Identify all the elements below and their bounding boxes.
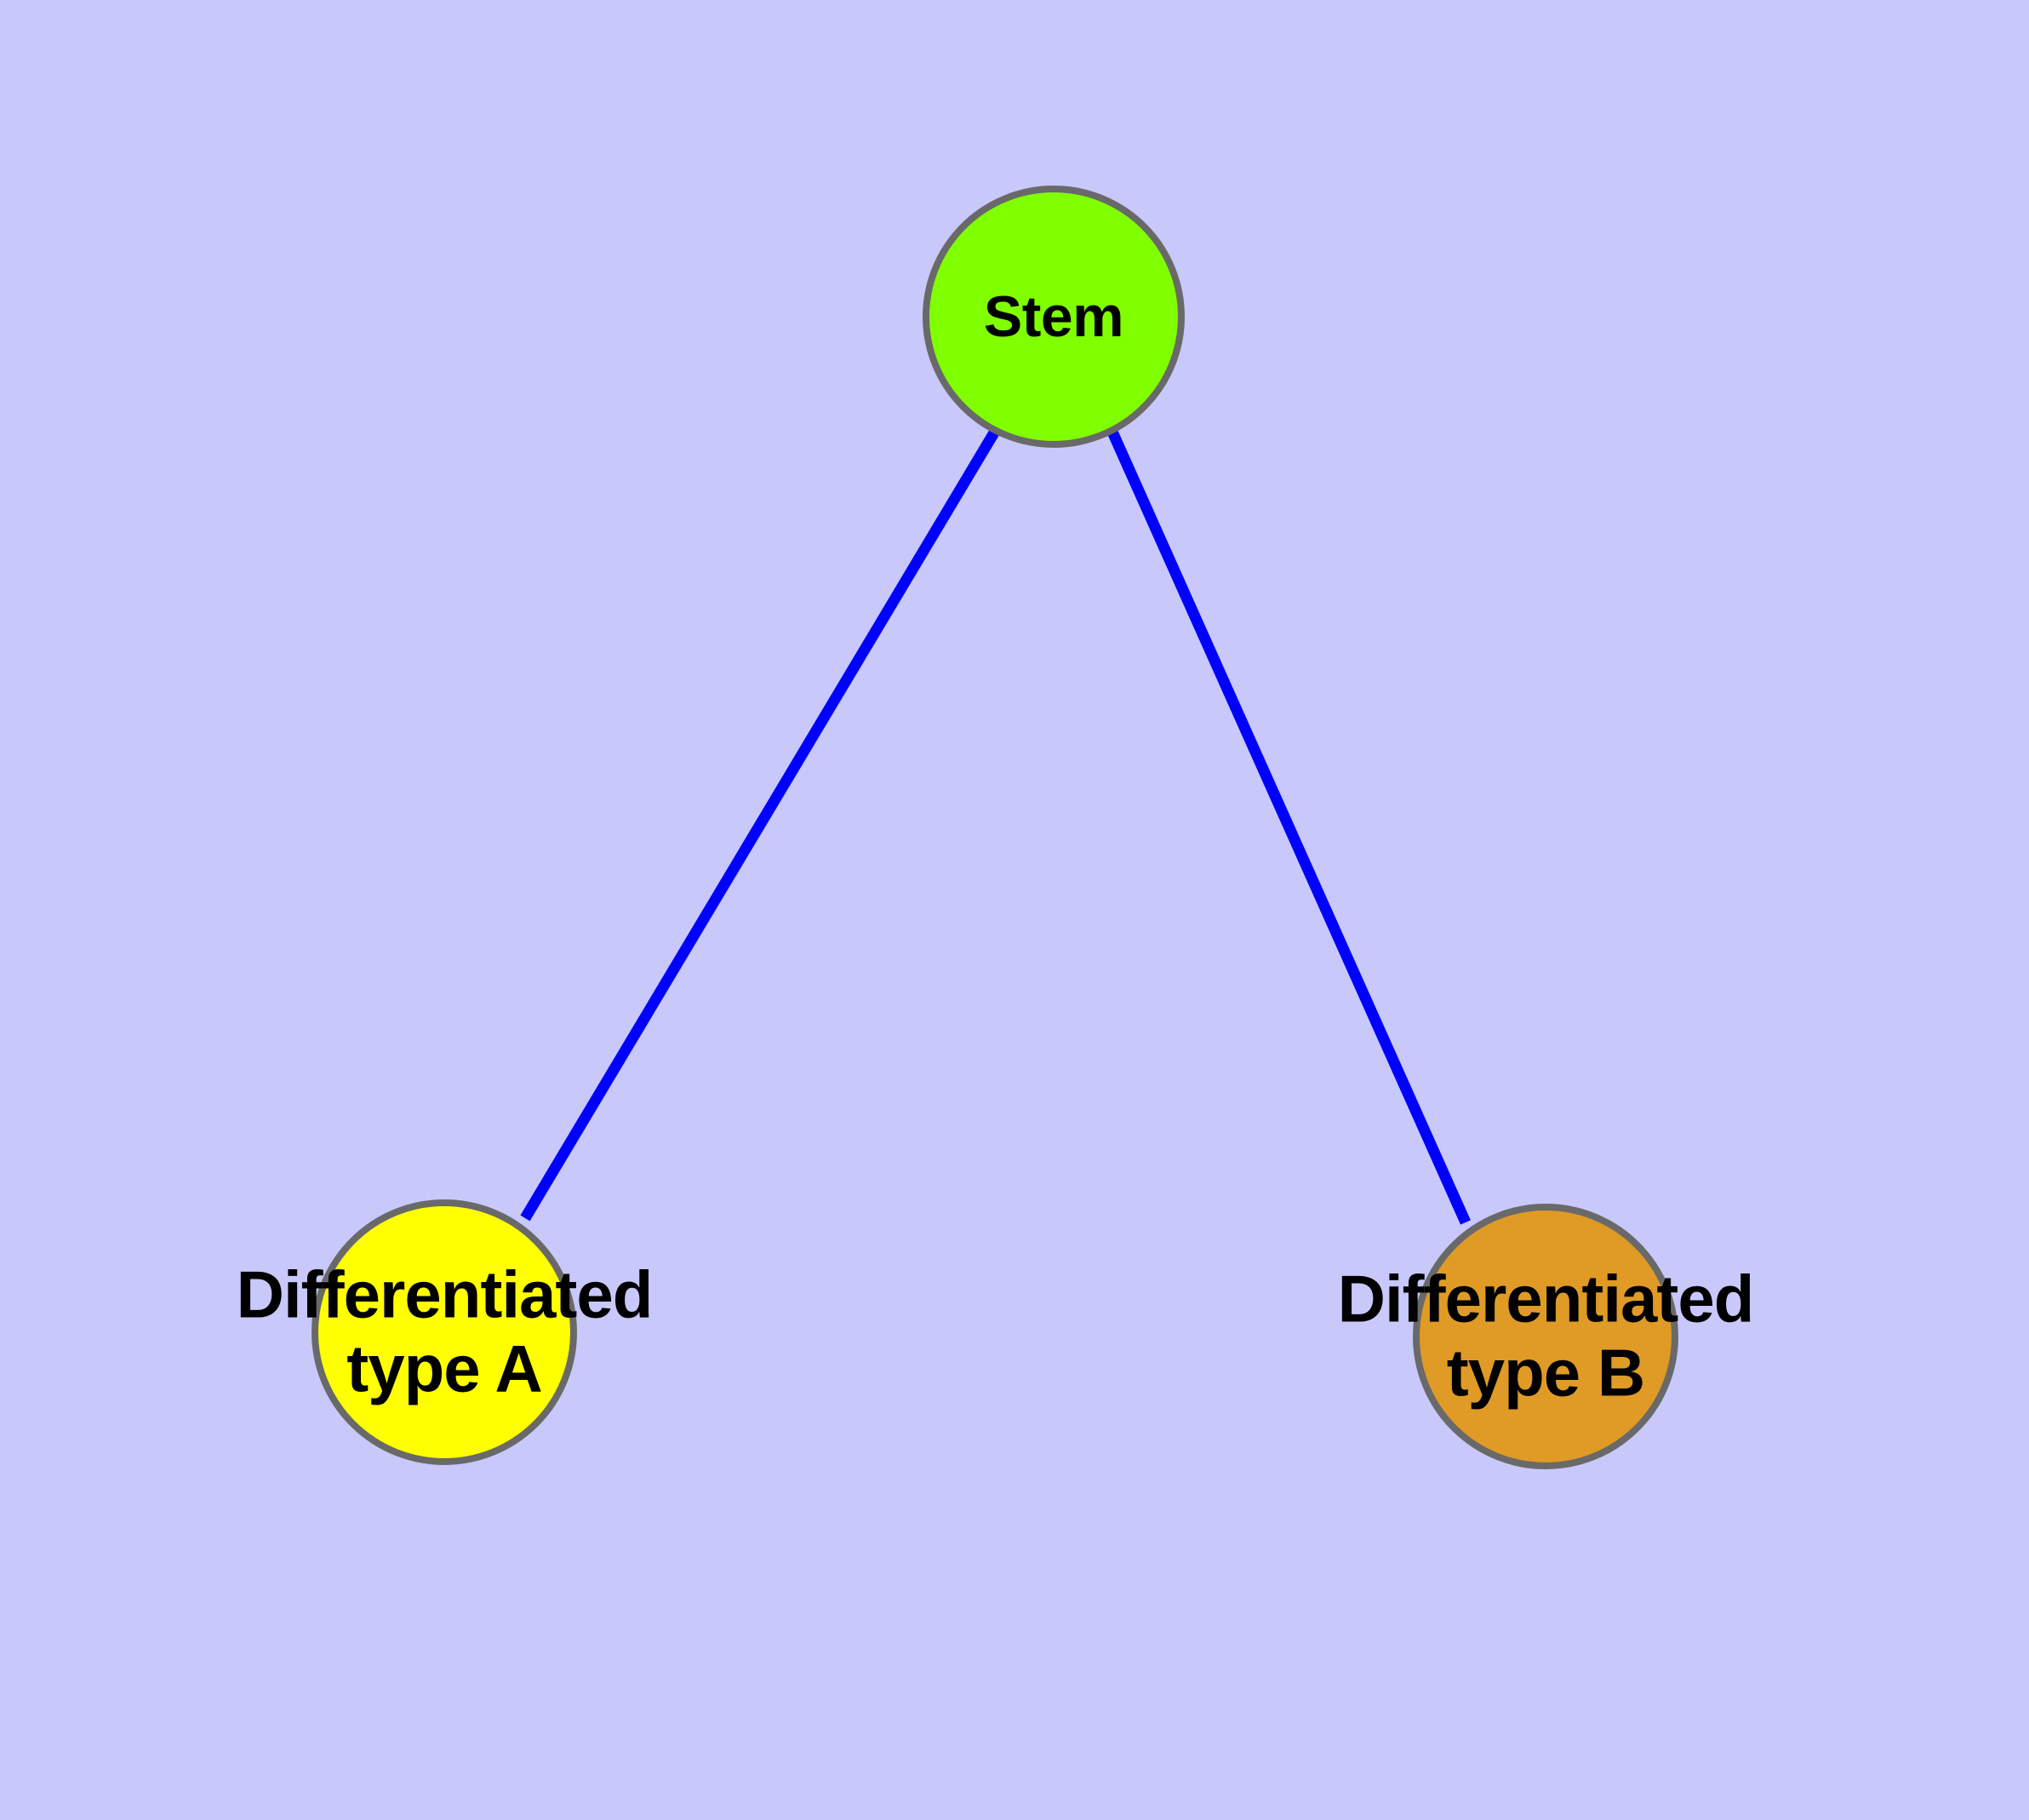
node-stem[interactable] — [923, 186, 1185, 448]
node-diff-b[interactable] — [1413, 1204, 1678, 1469]
edge-stem-to-diff-a[interactable] — [520, 426, 1001, 1222]
edge-stem-to-diff-b[interactable] — [1106, 427, 1471, 1225]
node-diff-a[interactable] — [311, 1199, 577, 1465]
